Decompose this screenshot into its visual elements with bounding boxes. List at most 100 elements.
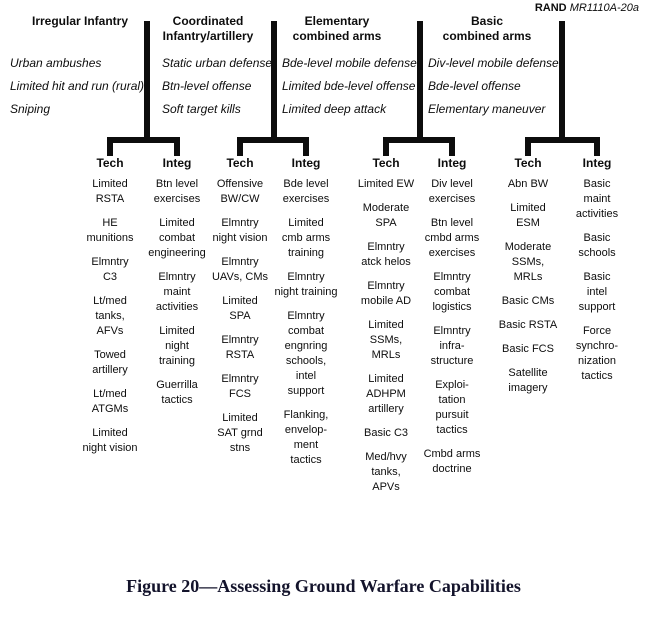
list-item: Moderate SSMs, MRLs [504,241,552,283]
list-item: Elmntry C3 [91,256,129,283]
list-item: Limited SSMs, MRLs [368,319,404,361]
list-item: Elmntry combat logistics [432,271,472,313]
tree-stem [271,21,277,143]
list-item: Offensive BW/CW [216,178,264,205]
list-item: Limited night training [158,325,196,367]
list-item: Guerrilla tactics [156,379,198,406]
tech-label: Tech [96,156,124,170]
list-item: Limited night vision [82,427,138,454]
report-number: MR1110A-20a [569,2,639,14]
description-line: Bde-level mobile defense [282,56,417,70]
tree-leg [383,137,389,156]
description-line: Limited hit and run (rural) [10,79,145,93]
list-item: Limited EW [357,178,415,190]
tree-bar [237,137,309,143]
tree-bar [383,137,455,143]
description-line: Soft target kills [162,102,241,116]
list-item: Elmntry infra- structure [430,325,474,367]
tech-label: Tech [226,156,254,170]
integ-label: Integ [291,156,321,170]
rand-logo-text: RAND [534,2,567,14]
list-item: Elmntry mobile AD [360,280,412,307]
list-item: Limited cmb arms training [281,217,331,259]
tree-leg [303,137,309,156]
description-line: Elementary maneuver [428,102,546,116]
list-item: Limited SAT grnd stns [217,412,263,454]
integ-label: Integ [437,156,467,170]
list-item: Basic FCS [502,343,554,355]
list-item: Limited RSTA [92,178,128,205]
description-line: Limited bde-level offense [282,79,416,93]
tree-bar [525,137,600,143]
list-item: Elmntry night vision [212,217,268,244]
description-line: Div-level mobile defense [428,56,559,70]
integ-label: Integ [162,156,192,170]
description-line: Btn-level offense [162,79,252,93]
list-item: Exploi- tation pursuit tactics [435,379,469,436]
group-header: Elementary combined arms [292,14,382,43]
list-item: Elmntry combat engnring schools, intel s… [284,310,328,397]
tree-leg [237,137,243,156]
group-header: Irregular Infantry [31,14,129,28]
tree-leg [525,137,531,156]
list-item: Bde level exercises [282,178,330,205]
integ-label: Integ [582,156,612,170]
list-item: Flanking, envelop- ment tactics [283,409,329,466]
tree-stem [144,21,150,143]
list-item: Basic CMs [501,295,555,307]
list-item: Elmntry night training [274,271,338,298]
tech-label: Tech [514,156,542,170]
list-item: Lt/med tanks, AFVs [93,295,127,337]
list-item: Elmntry maint activities [155,271,199,313]
list-item: Limited ESM [510,202,546,229]
list-item: HE munitions [86,217,134,244]
group-header: Basic combined arms [442,14,532,43]
list-item: Elmntry atck helos [361,241,411,268]
list-item: Div level exercises [428,178,476,205]
description-line: Bde-level offense [428,79,521,93]
list-item: Basic RSTA [498,319,558,331]
description-line: Sniping [10,102,51,116]
tree-leg [594,137,600,156]
list-item: Basic intel support [578,271,616,313]
list-item: Cmbd arms doctrine [423,448,481,475]
tree-bar [107,137,180,143]
list-item: Elmntry FCS [221,373,259,400]
list-item: Basic schools [578,232,616,259]
list-item: Towed artillery [92,349,128,376]
rand-brand: RAND MR1110A-20a [535,2,639,14]
tree-stem [559,21,565,143]
list-item: Limited ADHPM artillery [366,373,406,415]
group-header: Coordinated Infantry/artillery [162,14,254,43]
description-line: Urban ambushes [10,56,102,70]
list-item: Satellite imagery [508,367,548,394]
tech-label: Tech [372,156,400,170]
tree-leg [174,137,180,156]
list-item: Force synchro- nization tactics [575,325,619,382]
tree-stem [417,21,423,143]
list-item: Btn level cmbd arms exercises [424,217,480,259]
list-item: Limited SPA [222,295,258,322]
figure-caption: Figure 20—Assessing Ground Warfare Capab… [126,576,521,596]
list-item: Elmntry RSTA [221,334,259,361]
list-item: Btn level exercises [153,178,201,205]
list-item: Basic maint activities [575,178,619,220]
list-item: Abn BW [507,178,549,190]
description-line: Static urban defense [162,56,273,70]
list-item: Limited combat engineering [148,217,206,259]
description-line: Limited deep attack [282,102,387,116]
list-item: Med/hvy tanks, APVs [365,451,407,493]
